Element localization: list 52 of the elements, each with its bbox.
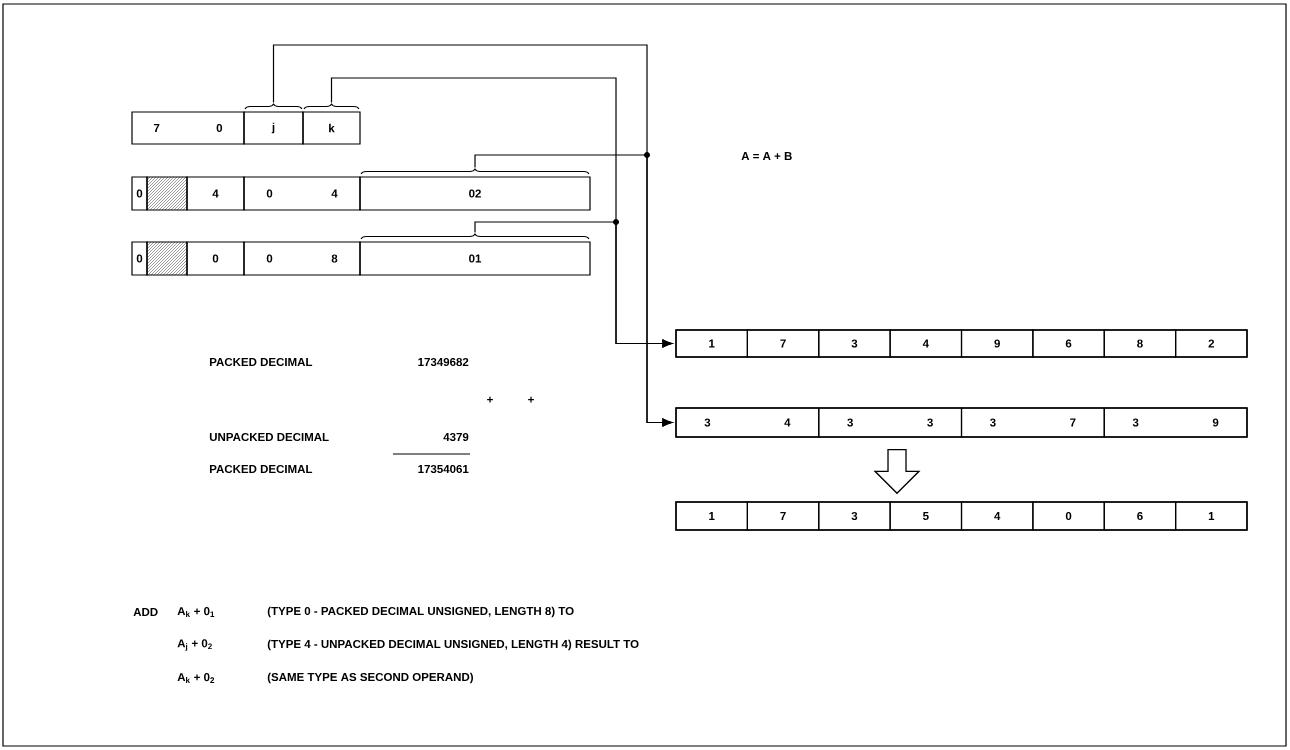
register-cell: 02 — [359, 176, 591, 211]
register-cell: 7 — [746, 501, 820, 531]
register-cell: 0 — [131, 241, 148, 276]
label: PACKED DECIMAL — [209, 357, 313, 367]
register-cell: 0 8 — [243, 241, 361, 276]
register-cell: 3 — [818, 501, 891, 531]
register-cell: 01 — [359, 241, 591, 276]
register-cell: 5 — [889, 501, 963, 531]
register-cell: 2 — [1175, 329, 1248, 358]
label: + — [528, 396, 534, 403]
register-cell: 6 — [1103, 501, 1177, 531]
register-cell: 3 3 — [818, 407, 963, 438]
label: A$_{k}$ + 0$_{2}$ — [177, 673, 215, 683]
label: 17354061 — [418, 464, 469, 474]
register-cell: 4 — [186, 176, 245, 211]
register-cell: 1 — [1175, 501, 1248, 531]
label: PACKED DECIMAL — [209, 464, 313, 474]
register-cell: 0 — [1032, 501, 1105, 531]
register-cell: 4 — [889, 329, 963, 358]
register-cell: 1 — [675, 501, 748, 531]
label: (TYPE 4 - UNPACKED DECIMAL UNSIGNED, LENGTH 4) RESULT TO — [267, 639, 639, 651]
register-cell: 7 — [746, 329, 820, 358]
register-cell: 3 9 — [1103, 407, 1248, 438]
register-cell: 0 — [186, 241, 245, 276]
label: (SAME TYPE AS SECOND OPERAND) — [267, 672, 473, 684]
label: 4379 — [443, 432, 469, 442]
label: A = A + B — [741, 152, 792, 160]
register-cell: 0 — [131, 176, 148, 211]
register-cell: 8 — [1103, 329, 1177, 358]
register-cell: 3 7 — [960, 407, 1105, 438]
arrow — [474, 221, 673, 348]
label: A$_{k}$ + 0$_{1}$ — [177, 607, 215, 617]
hatched-field — [146, 176, 188, 211]
register-cell: 4 — [960, 501, 1034, 531]
label: + — [487, 396, 493, 403]
register-cell: 0 4 — [243, 176, 361, 211]
register-cell: 3 4 — [675, 407, 820, 438]
label: ADD — [133, 608, 158, 616]
register-cell: 6 — [1032, 329, 1105, 358]
hollow-arrow — [873, 449, 921, 495]
register-cell: j — [243, 111, 304, 145]
register-cell: 7 0 — [131, 111, 245, 145]
register-cell: 3 — [818, 329, 891, 358]
label: (TYPE 0 - PACKED DECIMAL UNSIGNED, LENGTH 8) TO — [267, 606, 574, 618]
label: UNPACKED DECIMAL — [209, 432, 329, 442]
label: A$_{j}$ + 0$_{2}$ — [177, 639, 212, 651]
hatched-field — [146, 241, 188, 276]
register-cell: k — [302, 111, 361, 145]
label: 17349682 — [418, 357, 469, 367]
arrow — [474, 154, 673, 427]
register-cell: 1 — [675, 329, 748, 358]
register-cell: 9 — [960, 329, 1034, 358]
